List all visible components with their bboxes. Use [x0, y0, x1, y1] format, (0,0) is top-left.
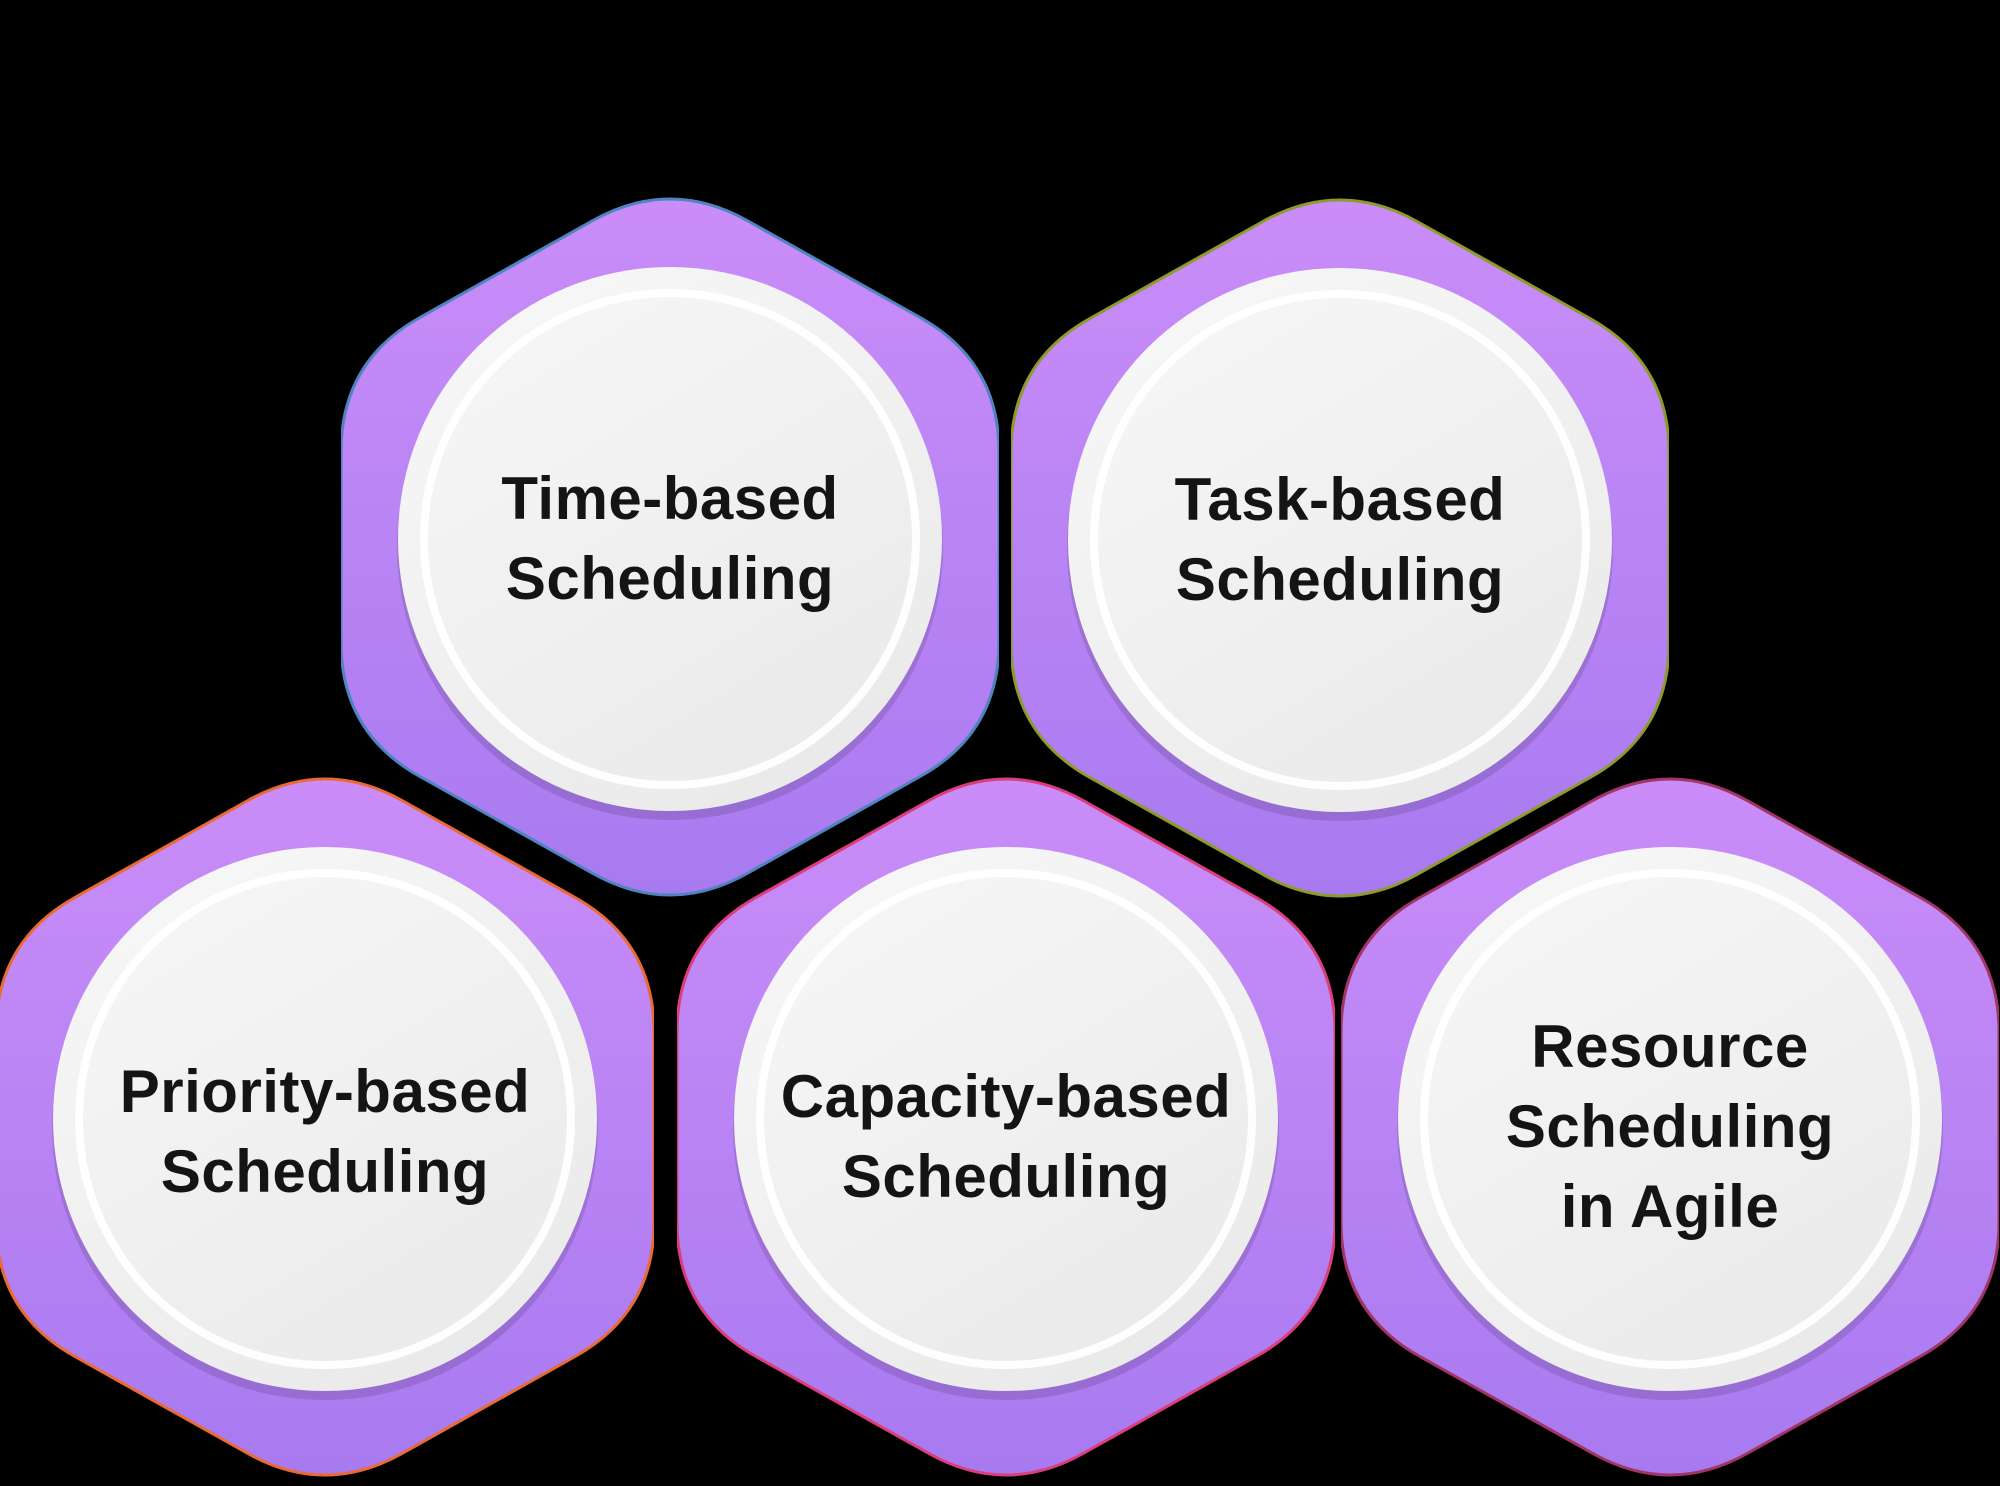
highlight-ring: [1420, 869, 1920, 1369]
inner-circle: [53, 847, 597, 1391]
highlight-ring: [75, 869, 575, 1369]
highlight-ring: [756, 869, 1256, 1369]
hexagon-graphic: [1011, 198, 1669, 898]
highlight-ring: [1090, 290, 1590, 790]
hexagon-graphic: [677, 777, 1335, 1477]
highlight-ring: [420, 289, 920, 789]
inner-circle: [1068, 268, 1612, 812]
hexagon-capacity-based-scheduling: Capacity-based Scheduling: [677, 757, 1335, 1486]
hexagon-priority-based-scheduling: Priority-based Scheduling: [0, 757, 654, 1486]
inner-circle: [1398, 847, 1942, 1391]
hexagon-graphic: [0, 777, 654, 1477]
hexagon-resource-scheduling-agile: Resource Scheduling in Agile: [1341, 757, 1999, 1486]
hexagon-graphic: [1341, 777, 1999, 1477]
inner-circle: [398, 267, 942, 811]
inner-circle: [734, 847, 1278, 1391]
hexagon-graphic: [341, 197, 999, 897]
